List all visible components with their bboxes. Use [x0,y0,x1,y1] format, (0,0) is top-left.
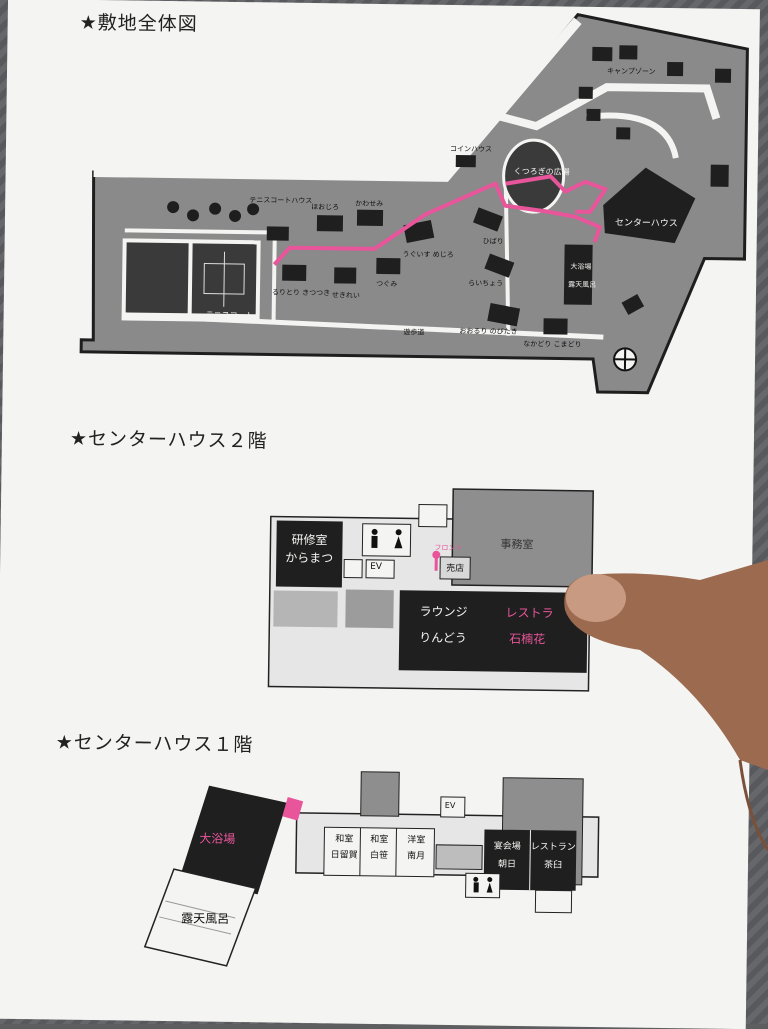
hand-thumb [0,0,768,1024]
